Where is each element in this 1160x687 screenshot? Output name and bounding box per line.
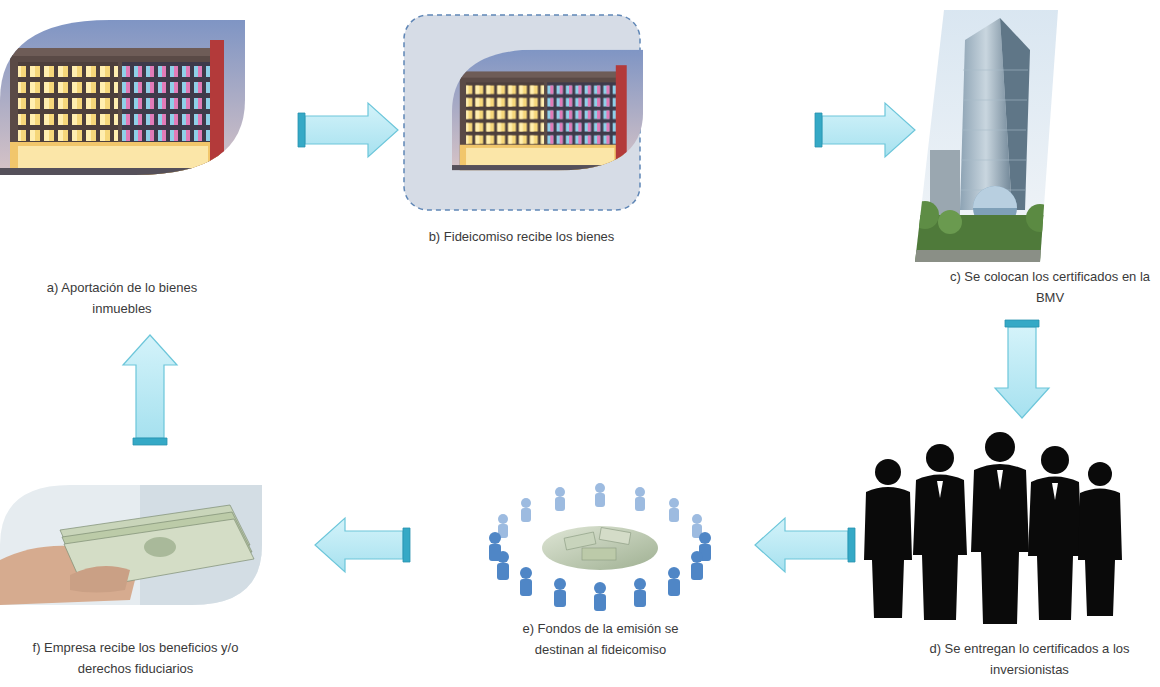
image-step: d) Se entregan lo certificados a los inv… (861, 424, 1158, 685)
block-arrow (123, 335, 177, 445)
block-arrow (755, 518, 855, 572)
arrow-body (123, 335, 177, 438)
block-arrow (315, 518, 410, 572)
money-photo (0, 485, 262, 605)
tower-photo (910, 5, 1065, 265)
step-caption: b) Fideicomiso recibe los bienes (429, 226, 615, 247)
image-step: c) Se colocan los certificados en la BMV (921, 5, 1155, 314)
arrow-body (315, 518, 403, 572)
arrow-tail (1005, 320, 1039, 327)
image-step: b) Fideicomiso recibe los bienes (404, 10, 809, 256)
arrow-tail (815, 113, 822, 147)
arrow-tail (848, 528, 855, 562)
step-caption: e) Fondos de la emisión se destinan al f… (511, 618, 691, 660)
step-caption: a) Aportación de lo bienes inmuebles (27, 277, 217, 319)
step-caption: d) Se entregan lo certificados a los inv… (922, 638, 1137, 680)
people-ring (489, 483, 711, 611)
arrow-body (305, 103, 398, 157)
building-photo (452, 50, 643, 171)
arrow-body (755, 518, 848, 572)
block-arrow (995, 320, 1049, 418)
image-step: e) Fondos de la emisión se destinan al f… (416, 490, 749, 665)
building-photo (0, 20, 245, 175)
arrow-tail (133, 438, 167, 445)
image-step: f) Empresa recibe los beneficios y/o der… (0, 451, 309, 682)
shirt-detail (937, 470, 1058, 500)
block-arrow (298, 103, 398, 157)
image-step: a) Aportación de lo bienes inmuebles (0, 15, 292, 329)
step-caption: f) Empresa recibe los beneficios y/o der… (31, 637, 241, 679)
arrow-body (822, 103, 915, 157)
arrow-tail (298, 113, 305, 147)
arrow-tail (403, 528, 410, 562)
block-arrow (815, 103, 915, 157)
arrow-body (995, 327, 1049, 418)
investors-silhouette (864, 432, 1122, 624)
step-caption: c) Se colocan los certificados en la BMV (945, 266, 1155, 308)
